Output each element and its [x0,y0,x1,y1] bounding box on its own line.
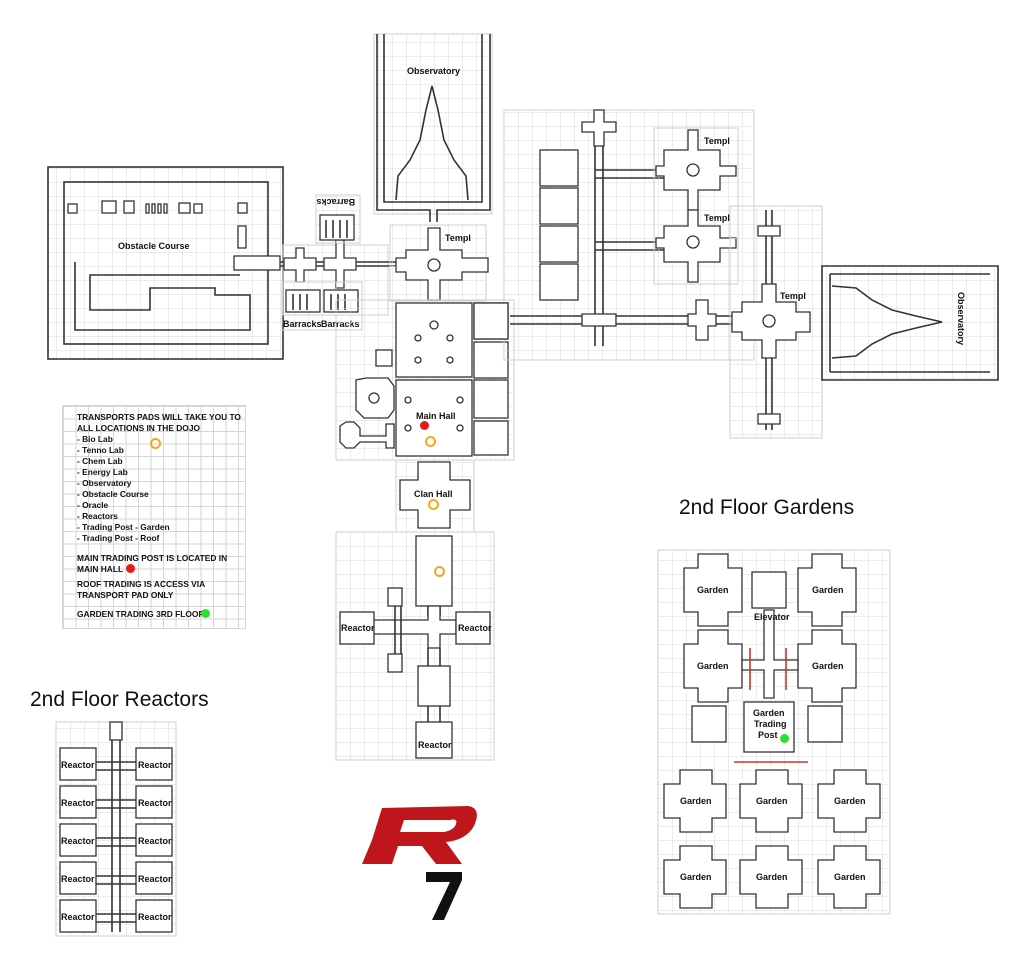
east-corridor [473,109,760,361]
garden-label-1: Garden [697,585,729,595]
reactor2-label-8: Reactor [138,874,172,884]
legend-line: - Oracle [77,500,109,510]
garden-label-4: Garden [812,661,844,671]
reactor2-label-2: Reactor [138,760,172,770]
garden-label-2: Garden [812,585,844,595]
legend-line: - Chem Lab [77,456,123,466]
observatory-right-label: Observatory [956,292,966,345]
reactor-bottom-label: Reactor [418,740,452,750]
clan-hall-label: Clan Hall [414,489,453,499]
garden-label-3: Garden [697,661,729,671]
garden-label-9: Garden [756,872,788,882]
reactor-right-label: Reactor [458,623,492,633]
main-trading-post-marker[interactable] [420,421,429,430]
trading-label-2: Trading [754,719,787,729]
reactor2-label-5: Reactor [61,836,95,846]
legend-line: - Observatory [77,478,132,488]
legend-line: ALL LOCATIONS IN THE DOJO [77,423,200,433]
temple-label-4: Templ [780,291,806,301]
logo-r-shape [362,806,477,864]
temple-center: Templ [389,224,489,302]
reactor2-label-6: Reactor [138,836,172,846]
main-hall-label: Main Hall [416,411,456,421]
temple-north-east: Templ Templ [653,127,739,285]
legend-main-trading-1: MAIN TRADING POST IS LOCATED IN [77,553,228,563]
garden-trading-legend-icon [201,609,210,618]
main-trading-legend-icon [126,564,135,573]
temple-label-3: Templ [704,213,730,223]
reactor2-label-9: Reactor [61,912,95,922]
legend-roof-trading-2: TRANSPORT PAD ONLY [77,590,174,600]
transport-pad-corridor[interactable] [434,566,445,577]
temple-label-1: Templ [445,233,471,243]
trading-label-1: Garden [753,708,785,718]
clan-hall-room: Clan Hall [395,459,475,533]
logo-7-shape [426,872,462,920]
legend-garden-trading: GARDEN TRADING 3RD FLOOR [77,609,205,619]
reactor2-label-7: Reactor [61,874,95,884]
legend-line: - Trading Post - Roof [77,533,160,543]
barracks-rotated-label: Barracks [316,197,355,207]
garden-trading-post-marker[interactable] [780,734,789,743]
reactor2-label-1: Reactor [61,760,95,770]
legend-line: - Trading Post - Garden [77,522,170,532]
transport-pad-legend-icon [150,438,161,449]
garden-label-5: Garden [680,796,712,806]
garden-label-7: Garden [834,796,866,806]
reactor-left-label: Reactor [341,623,375,633]
legend-line: - Energy Lab [77,467,128,477]
legend-line: - Reactors [77,511,118,521]
barracks-label-1: Barracks [283,319,322,329]
legend-line: TRANSPORTS PADS WILL TAKE YOU TO [77,412,241,422]
obstacle-course-label: Obstacle Course [118,241,190,251]
reactor-wing: Reactor Reactor Reactor [335,531,495,761]
legend-line: - Obstacle Course [77,489,149,499]
temple-east: Templ [729,205,823,439]
floor2-gardens-heading: 2nd Floor Gardens [679,496,855,519]
floor2-reactors: Reactor Reactor Reactor Reactor Reactor … [55,721,177,937]
floor2-gardens: Garden Garden Garden Garden Elevator Gar… [657,549,891,915]
legend-main-trading-2: MAIN HALL [77,564,124,574]
garden-label-10: Garden [834,872,866,882]
obstacle-course-room: Obstacle Course [47,166,284,360]
elevator-label: Elevator [754,612,790,622]
transport-pad-main-hall[interactable] [425,436,436,447]
garden-label-6: Garden [756,796,788,806]
observatory-right-room: Observatory [821,265,999,381]
legend-text: TRANSPORTS PADS WILL TAKE YOU TO ALL LOC… [77,412,241,620]
transport-pad-clan-hall[interactable] [428,499,439,510]
barracks-top: Barracks [315,194,361,244]
main-complex: Main Hall [335,299,515,461]
legend-line: - Bio Lab [77,434,113,444]
r7-logo [362,806,477,920]
legend-line: - Tenno Lab [77,445,124,455]
reactor2-label-3: Reactor [61,798,95,808]
reactor2-label-4: Reactor [138,798,172,808]
observatory-top-label: Observatory [407,66,460,76]
temple-label-2: Templ [704,136,730,146]
garden-label-8: Garden [680,872,712,882]
legend-roof-trading-1: ROOF TRADING IS ACCESS VIA [77,579,206,589]
floor2-reactors-heading: 2nd Floor Reactors [30,688,209,711]
observatory-top-room: Observatory [373,33,493,222]
reactor2-label-10: Reactor [138,912,172,922]
trading-label-3: Post [758,730,778,740]
